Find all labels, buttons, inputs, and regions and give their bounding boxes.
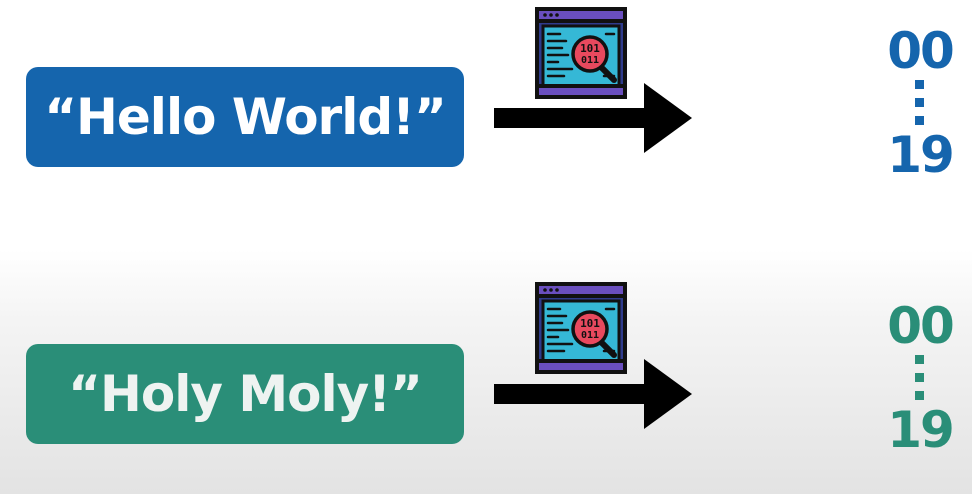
hash-output-bottom: 19 [887, 401, 955, 459]
code-inspect-icon: 101 011 [534, 281, 628, 375]
hash-output-bottom: 19 [887, 126, 955, 184]
input-string-box: “Hello World!” [26, 67, 464, 167]
svg-text:011: 011 [581, 330, 599, 341]
hash-output: 00 19 [872, 301, 968, 455]
code-inspect-icon: 101 011 [534, 6, 628, 100]
hash-row-1: “Hello World!” 101 [0, 0, 972, 200]
hash-output: 00 19 [872, 26, 968, 180]
svg-text:011: 011 [581, 55, 599, 66]
input-string-box: “Holy Moly!” [26, 344, 464, 444]
svg-text:101: 101 [580, 317, 600, 330]
svg-text:101: 101 [580, 42, 600, 55]
hash-output-top: 00 [887, 297, 955, 355]
right-arrow-icon [494, 359, 692, 429]
input-string-text: “Hello World!” [44, 88, 447, 146]
vertical-ellipsis-icon [872, 76, 968, 130]
right-arrow-icon [494, 83, 692, 153]
hash-output-top: 00 [887, 22, 955, 80]
vertical-ellipsis-icon [872, 351, 968, 405]
input-string-text: “Holy Moly!” [68, 365, 423, 423]
hash-row-2: “Holy Moly!” 101 0 [0, 275, 972, 475]
